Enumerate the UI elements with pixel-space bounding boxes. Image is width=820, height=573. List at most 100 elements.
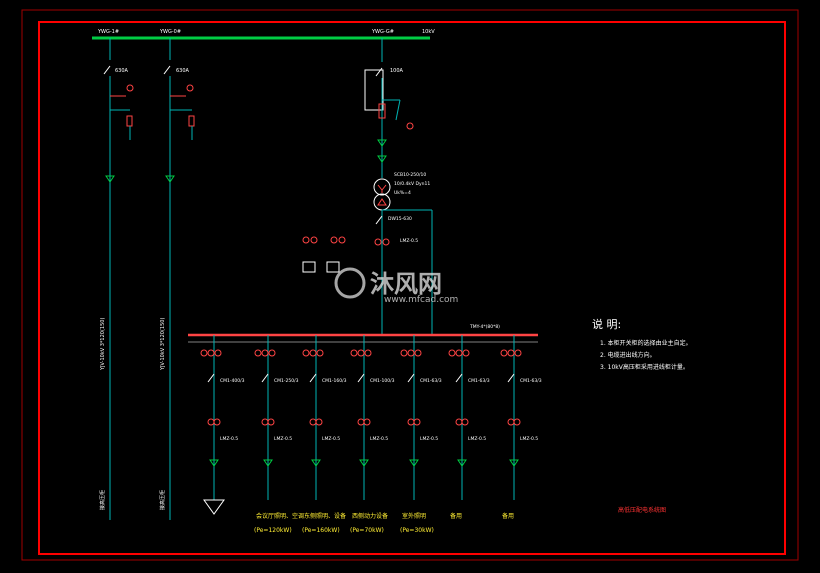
lv-feeder-3-arrow-icon bbox=[311, 459, 321, 467]
lv-feeder-6-meter-icon bbox=[448, 349, 456, 357]
lv-feeder-3-ct-icon bbox=[309, 418, 317, 426]
lv-feeder-1-breaker-icon bbox=[207, 373, 215, 383]
lv-feeder-3-breaker-icon bbox=[309, 373, 317, 383]
transformer-symbol bbox=[373, 178, 391, 211]
hv-feeder-2-cable: YJV-10kV 3*120(150) bbox=[160, 318, 166, 371]
lv-feeder-1-meter-icon bbox=[207, 349, 215, 357]
transformer-label-1: SCB10-250/10 bbox=[394, 172, 426, 178]
lv-feeder-7-ct-label: LMZ-0.5 bbox=[520, 436, 538, 442]
lv-feeder-2-ct-label: LMZ-0.5 bbox=[274, 436, 292, 442]
lv-feeder-2-arrow-icon bbox=[263, 459, 273, 467]
lv-feeder-5-meter-icon bbox=[400, 349, 408, 357]
lv-feeder-7-meter-icon bbox=[500, 349, 508, 357]
lv-feeder-4-meter-icon bbox=[364, 349, 372, 357]
lv-feeder-6-arrow-icon bbox=[457, 459, 467, 467]
lv-feeder-5-ct-label: LMZ-0.5 bbox=[420, 436, 438, 442]
lv-feeder-6-meter-icon bbox=[455, 349, 463, 357]
lv-feeder-5-breaker-icon bbox=[407, 373, 415, 383]
lv-feeder-1-arrow-icon bbox=[209, 459, 219, 467]
notes-item-2: 2. 电缆进出线方向。 bbox=[600, 351, 656, 359]
lv-feeder-4-ct-icon bbox=[363, 418, 371, 426]
hv-feeder-1-cable: YJV-10kV 3*120(150) bbox=[100, 318, 106, 371]
incoming-ct-label: LMZ-0.5 bbox=[400, 238, 418, 244]
hv-feeder-1-code: YWG-1# bbox=[97, 29, 119, 35]
lv-feeder-7-meter-icon bbox=[507, 349, 515, 357]
lv-feeder-2-meter-icon bbox=[268, 349, 276, 357]
lv-feeder-6-ct-icon bbox=[461, 418, 469, 426]
metering-group bbox=[302, 236, 346, 273]
lv-feeder-6-breaker-icon bbox=[455, 373, 463, 383]
notes-item-1: 1. 本柜开关柜的选择由业主自定。 bbox=[600, 339, 692, 347]
lv-feeder-3-power-label: (Pe=160kW) bbox=[302, 527, 340, 534]
lv-feeder-2-meter-icon bbox=[261, 349, 269, 357]
incoming-line bbox=[374, 209, 433, 335]
hv-feeder-2-code: YWG-0# bbox=[159, 29, 181, 35]
transformer-label-3: Uk%=4 bbox=[394, 190, 411, 196]
lv-feeder-4-meter-icon bbox=[350, 349, 358, 357]
lv-feeder-7-ct-icon bbox=[507, 418, 515, 426]
lv-feeder-5-ct-icon bbox=[407, 418, 415, 426]
lv-feeder-7-breaker-icon bbox=[507, 373, 515, 383]
hv-feeder-1-rating: 630A bbox=[115, 68, 129, 74]
lv-feeder-6-ct-label: LMZ-0.5 bbox=[468, 436, 486, 442]
lv-feeder-3-meter-icon bbox=[302, 349, 310, 357]
lv-feeder-5-meter-icon bbox=[414, 349, 422, 357]
lv-feeder-1-breaker-label: CM1-400/3 bbox=[220, 378, 245, 384]
lv-feeder-3-meter-icon bbox=[316, 349, 324, 357]
lv-feeder-5-ct-icon bbox=[413, 418, 421, 426]
lv-feeder-3-ct-label: LMZ-0.5 bbox=[322, 436, 340, 442]
lv-feeder-7-arrow-icon bbox=[509, 459, 519, 467]
lv-feeder-4-ct-icon bbox=[357, 418, 365, 426]
lv-feeder-4-power-label: (Pe=70kW) bbox=[350, 527, 384, 534]
lv-feeder-2-breaker-label: CM1-250/3 bbox=[274, 378, 299, 384]
incoming-breaker-label: DW15-630 bbox=[388, 216, 412, 222]
lv-feeder-6-breaker-label: CM1-63/3 bbox=[468, 378, 490, 384]
lv-feeder-3-ct-icon bbox=[315, 418, 323, 426]
lv-feeder-2-breaker-icon bbox=[261, 373, 269, 383]
lv-feeder-3-breaker-label: CM1-160/3 bbox=[322, 378, 347, 384]
lv-feeder-4-load-label: 西侧动力设备 bbox=[352, 512, 388, 520]
lv-feeder-1-meter-icon bbox=[200, 349, 208, 357]
hv-feeder-2 bbox=[163, 38, 195, 520]
lv-feeder-2-meter-icon bbox=[254, 349, 262, 357]
inner-frame bbox=[38, 21, 786, 555]
drawing-title: 高低压配电系统图 bbox=[618, 506, 666, 514]
hv-voltage-label: 10kV bbox=[422, 29, 435, 35]
lv-feeder-4-arrow-icon bbox=[359, 459, 369, 467]
lv-feeder-1-ct-label: LMZ-0.5 bbox=[220, 436, 238, 442]
hv-feeder-1 bbox=[103, 38, 134, 520]
lv-feeder-7-meter-icon bbox=[514, 349, 522, 357]
lv-feeder-1-ct-icon bbox=[207, 418, 215, 426]
lv-feeder-5-load-label: 室外照明 bbox=[402, 512, 426, 520]
lv-feeder-4-breaker-icon bbox=[357, 373, 365, 383]
lv-feeder-6-load-label: 备用 bbox=[450, 512, 462, 520]
lv-bus-label: TMY-4*(80*8) bbox=[469, 324, 500, 330]
hv-feeder-2-note: 接高压柜 bbox=[159, 490, 166, 510]
transformer-label-2: 10/0.4kV Dyn11 bbox=[394, 181, 430, 187]
watermark-url: www.mfcad.com bbox=[384, 295, 458, 305]
hv-feeder-1-note: 接高压柜 bbox=[99, 490, 106, 510]
lv-feeder-4-ct-label: LMZ-0.5 bbox=[370, 436, 388, 442]
hv-feeder-3-rating: 100A bbox=[390, 68, 404, 74]
lv-feeder-4-breaker-label: CM1-100/3 bbox=[370, 378, 395, 384]
notes-title: 说 明: bbox=[592, 317, 621, 331]
lv-feeder-7-load-label: 备用 bbox=[502, 512, 514, 520]
lv-feeder-5-meter-icon bbox=[407, 349, 415, 357]
lv-feeder-5-power-label: (Pe=30kW) bbox=[400, 527, 434, 534]
hv-feeder-2-rating: 630A bbox=[176, 68, 190, 74]
lv-feeder-6-meter-icon bbox=[462, 349, 470, 357]
watermark-text: 沐风网 bbox=[370, 270, 442, 298]
lv-feeder-7-ct-icon bbox=[513, 418, 521, 426]
hv-feeder-3 bbox=[364, 38, 414, 178]
hv-feeder-3-code: YWG-G# bbox=[371, 29, 394, 35]
notes-item-3: 3. 10kV高压柜采用进线柜计量。 bbox=[600, 363, 689, 371]
lv-feeder-1-ct-icon bbox=[213, 418, 221, 426]
lv-feeder-3-load-label: 东侧照明、设备 bbox=[304, 512, 346, 520]
outer-frame bbox=[21, 9, 799, 561]
lv-feeder-6-ct-icon bbox=[455, 418, 463, 426]
lv-feeder-1-earth-icon bbox=[203, 499, 225, 515]
lv-feeder-5-arrow-icon bbox=[409, 459, 419, 467]
lv-feeder-2-load-label: 会议厅照明、空调 bbox=[256, 512, 304, 520]
